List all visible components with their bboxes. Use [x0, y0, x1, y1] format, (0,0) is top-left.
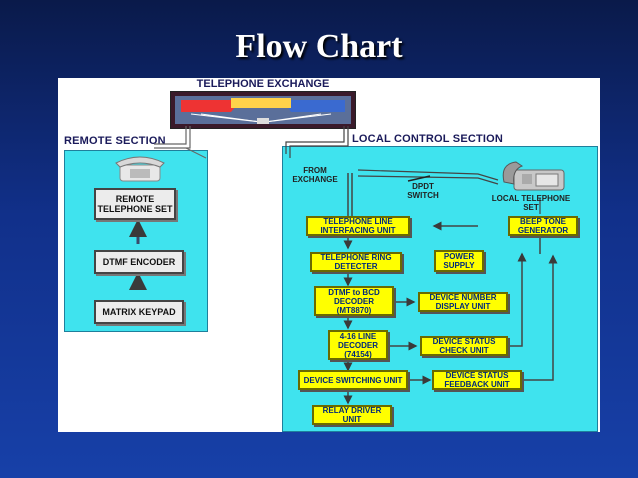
exchange-image [170, 91, 356, 129]
dtmf-encoder-block: DTMF ENCODER [94, 250, 184, 274]
local-telephone-icon [502, 161, 565, 191]
remote-section-label: REMOTE SECTION [64, 135, 166, 147]
dtmf-decoder-block: DTMF to BCD DECODER (MT8870) [314, 286, 394, 316]
power-supply-block: POWER SUPPLY [434, 250, 484, 272]
line-decoder-block: 4-16 LINE DECODER (74154) [328, 330, 388, 360]
beep-tone-generator-block: BEEP TONE GENERATOR [508, 216, 578, 236]
device-number-display-block: DEVICE NUMBER DISPLAY UNIT [418, 292, 508, 312]
device-status-check-block: DEVICE STATUS CHECK UNIT [420, 336, 508, 356]
device-status-feedback-block: DEVICE STATUS FEEDBACK UNIT [432, 370, 522, 390]
switchboard-icon [175, 96, 351, 124]
dpdt-switch-label: DPDT SWITCH [407, 182, 439, 200]
line-interfacing-unit-block: TELEPHONE LINE INTERFACING UNIT [306, 216, 410, 236]
slide-title: Flow Chart [235, 28, 403, 65]
flowchart-canvas: TELEPHONE EXCHANGE REMOTE SECTION LOCAL … [58, 78, 600, 432]
local-section-label: LOCAL CONTROL SECTION [352, 133, 504, 145]
from-exchange-label: FROM EXCHANGE [292, 166, 338, 184]
remote-telephone-icon [115, 156, 165, 182]
local-telephone-label: LOCAL TELEPHONE SET [491, 194, 571, 212]
matrix-keypad-block: MATRIX KEYPAD [94, 300, 184, 324]
exchange-label: TELEPHONE EXCHANGE [196, 78, 330, 90]
relay-driver-block: RELAY DRIVER UNIT [312, 405, 392, 425]
device-switching-block: DEVICE SWITCHING UNIT [298, 370, 408, 390]
ring-detector-block: TELEPHONE RING DETECTER [310, 252, 402, 272]
remote-telephone-set-block: REMOTE TELEPHONE SET [94, 188, 176, 220]
connection-lines [129, 126, 558, 405]
